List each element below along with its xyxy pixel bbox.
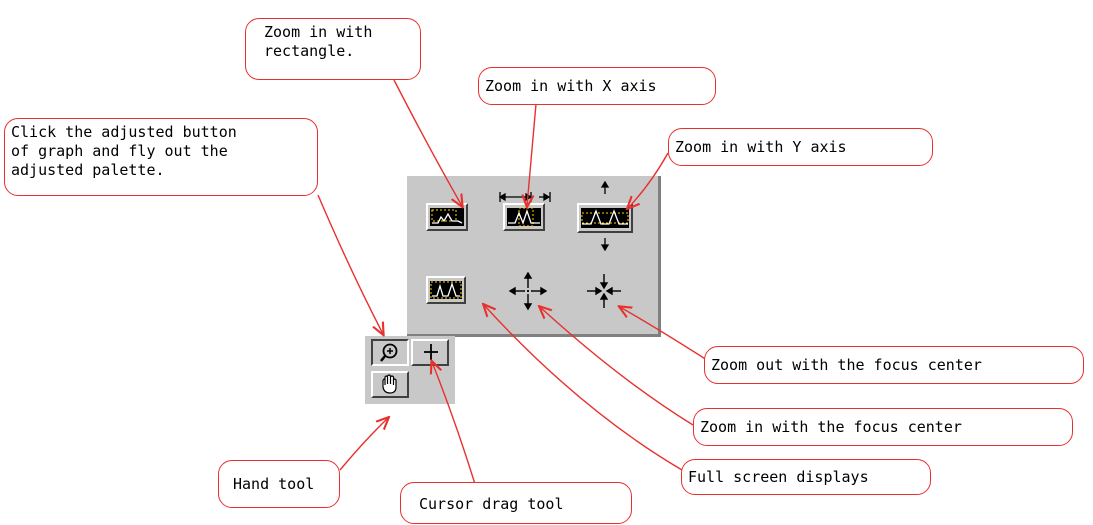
crosshair-icon — [424, 344, 438, 360]
callout-rect-zoom: Zoom in with rectangle. — [245, 18, 421, 80]
callout-x-zoom: Zoom in with X axis — [478, 67, 716, 105]
rect-zoom-button[interactable] — [426, 203, 468, 231]
full-screen-button[interactable] — [426, 276, 466, 304]
zoom-tool-button[interactable] — [371, 339, 409, 366]
callout-y-zoom: Zoom in with Y axis — [668, 128, 933, 166]
callout-zoom-out-focus: Zoom out with the focus center — [704, 346, 1084, 384]
y-zoom-button[interactable] — [577, 203, 633, 233]
hand-icon — [382, 374, 397, 394]
callout-full-screen: Full screen displays — [681, 459, 931, 495]
full-screen-icon — [430, 281, 462, 299]
x-zoom-icon — [507, 207, 541, 227]
callout-cursor-drag: Cursor drag tool — [400, 482, 632, 524]
callout-hand-tool: Hand tool — [218, 460, 340, 508]
callout-zoom-in-focus: Zoom in with the focus center — [693, 408, 1073, 446]
zoom-in-focus-icon[interactable] — [508, 271, 548, 311]
magnifier-icon — [380, 343, 398, 362]
y-zoom-icon — [581, 208, 629, 228]
hand-tool-button[interactable] — [371, 371, 409, 398]
zoom-out-focus-icon[interactable] — [584, 271, 624, 311]
callout-adjusted-button: Click the adjusted button of graph and f… — [4, 118, 318, 196]
y-axis-arrows-icon — [600, 180, 610, 252]
rect-zoom-icon — [430, 208, 464, 226]
